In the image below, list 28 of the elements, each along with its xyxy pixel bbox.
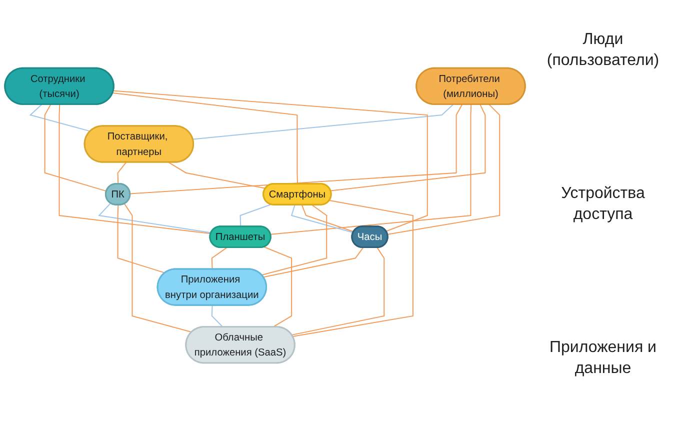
connector [124,204,192,333]
connector [117,162,126,184]
layer-label: Приложения и данные [548,338,658,380]
connector [330,104,486,192]
connector [270,104,472,235]
connector [388,104,500,235]
connector [168,162,266,189]
connector [290,204,354,234]
connector [98,202,212,234]
connector [292,247,385,336]
connector [113,90,428,232]
connector [130,104,462,194]
connector [211,247,227,270]
layer-label: Устройства доступа [560,184,646,225]
connector [58,104,211,234]
connector [211,305,224,328]
connector [292,200,414,337]
connector [240,204,272,227]
connector [192,104,454,140]
connector [44,104,107,192]
connector [117,205,166,274]
connector [264,246,292,328]
layer-label: Люди (пользователи) [546,30,660,71]
connector [262,204,328,276]
connector [263,247,364,278]
connector [112,92,298,184]
connector [29,104,91,132]
connector [301,204,354,232]
